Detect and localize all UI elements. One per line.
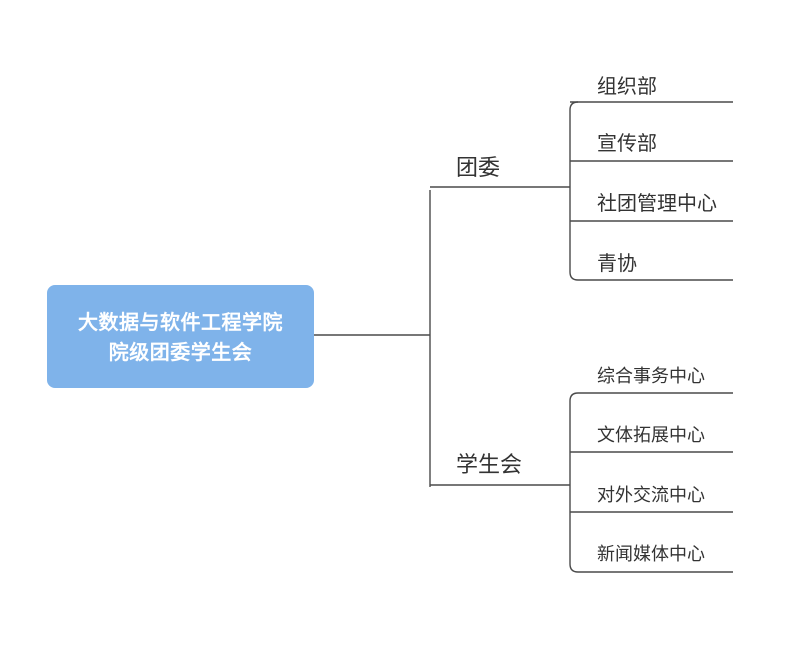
leaf-node[interactable]: 青协 — [597, 251, 637, 275]
root-title-line2: 院级团委学生会 — [108, 339, 253, 364]
leaf-node[interactable]: 宣传部 — [597, 131, 657, 155]
leaf-node[interactable]: 新闻媒体中心 — [597, 544, 705, 565]
leaf-node[interactable]: 对外交流中心 — [597, 485, 705, 506]
branch-node-tuanwei[interactable]: 团委 — [456, 156, 501, 181]
branch-node-xueshenghui[interactable]: 学生会 — [456, 453, 523, 478]
root-title-line1: 大数据与软件工程学院 — [78, 309, 283, 334]
leaf-node[interactable]: 综合事务中心 — [597, 366, 705, 387]
leaf-node[interactable]: 社团管理中心 — [597, 191, 717, 215]
leaf-node[interactable]: 文体拓展中心 — [597, 425, 705, 446]
leaf-node[interactable]: 组织部 — [597, 74, 657, 98]
root-node[interactable]: 大数据与软件工程学院 院级团委学生会 — [47, 285, 314, 388]
branch-0-leaf-bracket — [569, 101, 579, 281]
branch-1-leaf-bracket — [569, 392, 579, 573]
